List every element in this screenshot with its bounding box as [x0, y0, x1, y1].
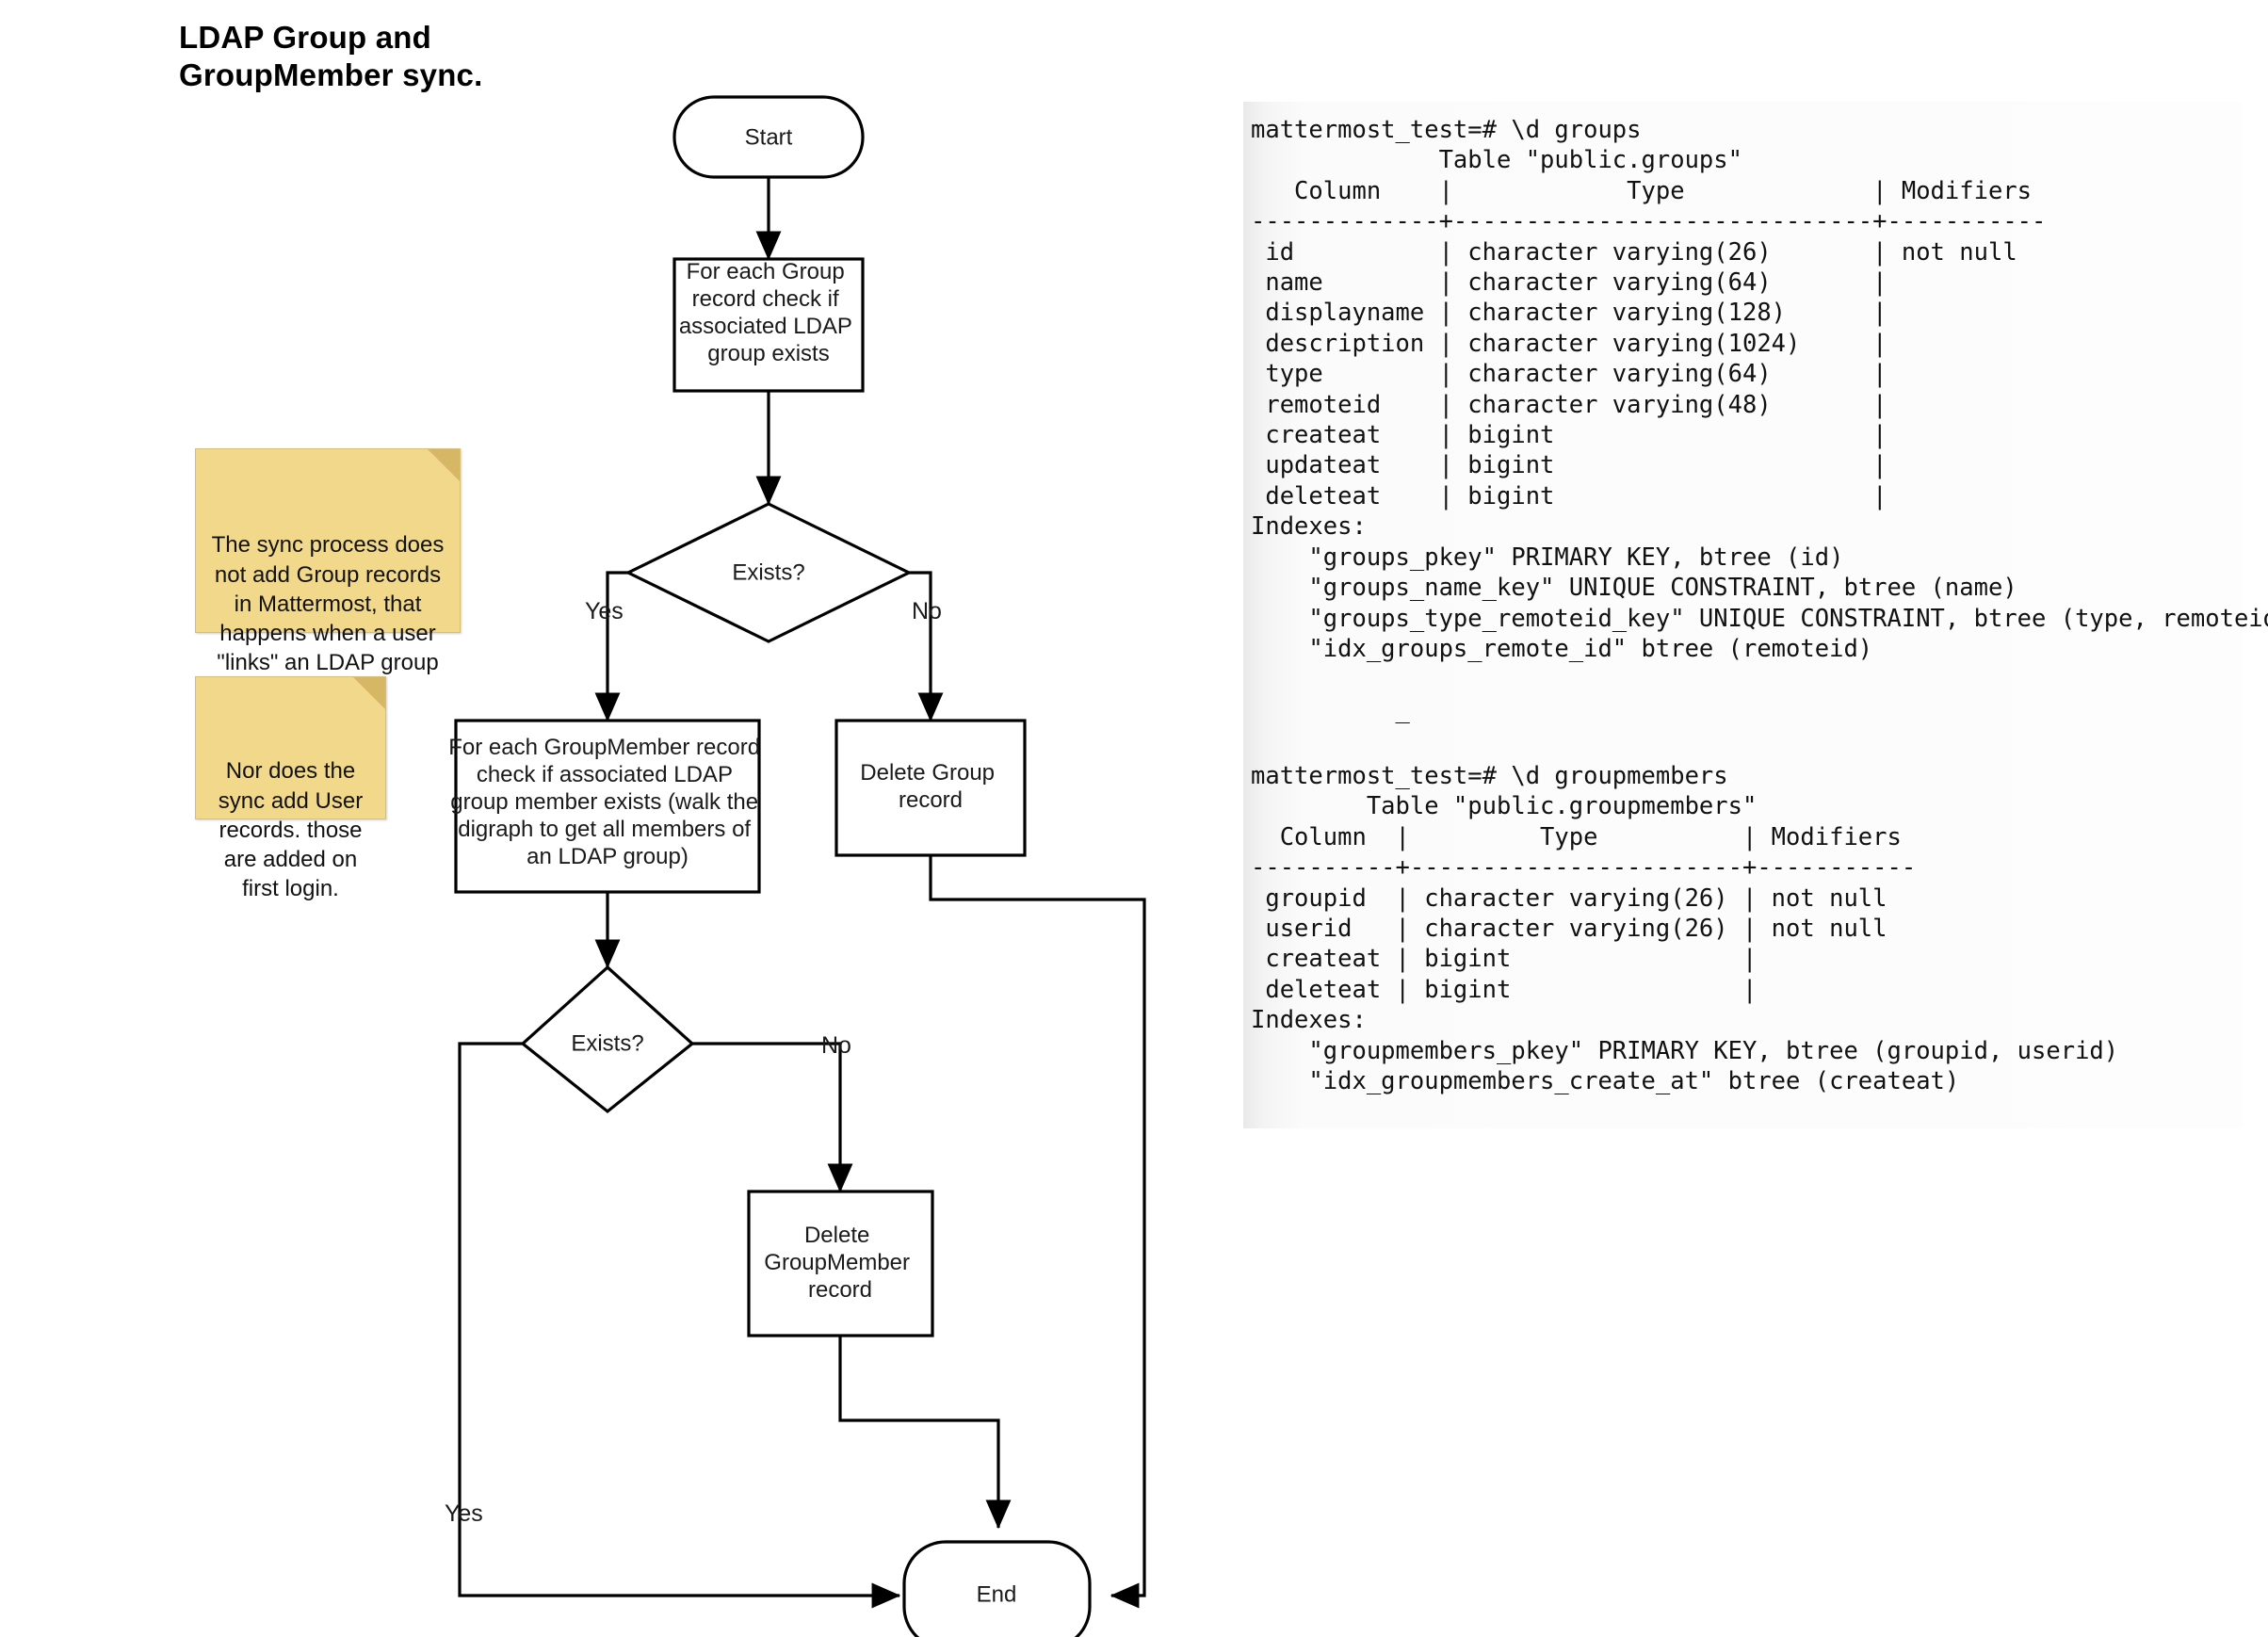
terminal-output-groupmembers: mattermost_test=# \d groupmembers Table …: [1243, 748, 2242, 1129]
edge-label-exists1-no: No: [912, 598, 942, 624]
node-delete-group-label: Delete Group record: [860, 760, 1000, 813]
node-end[interactable]: End: [902, 1540, 1092, 1637]
edge-exists2-no: [692, 1042, 853, 1193]
node-exists-1-label: Exists?: [732, 559, 804, 585]
sticky-note-sync: The sync process does not add Group reco…: [195, 448, 461, 705]
sticky-note-user: Nor does the sync add User records. thos…: [195, 676, 386, 901]
node-delete-groupmember-label: Delete GroupMember record: [764, 1223, 915, 1303]
edge-exists2-yes: [458, 1042, 901, 1609]
node-exists-2[interactable]: Exists?: [520, 964, 695, 1114]
node-delete-groupmember[interactable]: Delete GroupMember record: [747, 1190, 934, 1337]
edge-label-exists2-yes: Yes: [445, 1500, 483, 1527]
node-check-member-label: For each GroupMember record check if ass…: [448, 735, 766, 869]
node-exists-2-label: Exists?: [571, 1030, 643, 1056]
node-check-member[interactable]: For each GroupMember record check if ass…: [448, 719, 766, 894]
edge-deletegroupmember-to-end: [838, 1336, 1012, 1530]
edge-deletegroup-to-end: [929, 855, 1146, 1609]
page-title: LDAP Group and GroupMember sync.: [179, 20, 483, 93]
sticky-note-user-text: Nor does the sync add User records. thos…: [218, 758, 364, 902]
node-check-group[interactable]: For each Group record check if associate…: [672, 257, 865, 393]
node-exists-1[interactable]: Exists?: [624, 502, 913, 643]
flowchart: Start For each Group record check if ass…: [445, 95, 1146, 1637]
edge-label-exists1-yes: Yes: [585, 598, 624, 624]
edge-label-exists2-no: No: [821, 1032, 851, 1059]
node-delete-group[interactable]: Delete Group record: [834, 719, 1027, 857]
terminal-output-groups: mattermost_test=# \d groups Table "publi…: [1243, 102, 2268, 758]
node-check-group-label: For each Group record check if associate…: [679, 259, 858, 366]
node-start[interactable]: Start: [672, 95, 865, 179]
note-fold-corner-icon: [353, 677, 385, 709]
edge-exists1-yes: [594, 571, 628, 722]
node-start-label: Start: [745, 124, 793, 150]
node-end-label: End: [977, 1581, 1017, 1607]
edge-exists1-no: [909, 571, 944, 722]
note-fold-corner-icon: [428, 449, 460, 481]
